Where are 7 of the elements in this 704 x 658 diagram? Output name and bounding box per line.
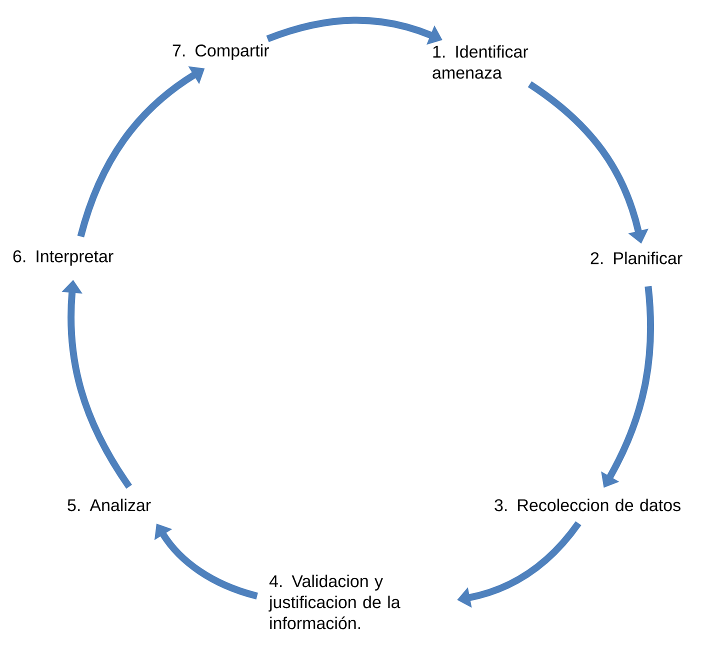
step-label: 1. Identificar amenaza: [432, 45, 528, 79]
step-label: 7. Compartir: [172, 44, 270, 60]
step-label: 2. Planificar: [590, 252, 682, 264]
step-label: 3. Recoleccion de datos: [494, 498, 680, 512]
step-label: 5. Analizar: [68, 498, 151, 512]
step-label: 4. Validacion y justificacion de la información.: [268, 574, 400, 630]
step-label: 6. Interpretar: [13, 250, 114, 266]
